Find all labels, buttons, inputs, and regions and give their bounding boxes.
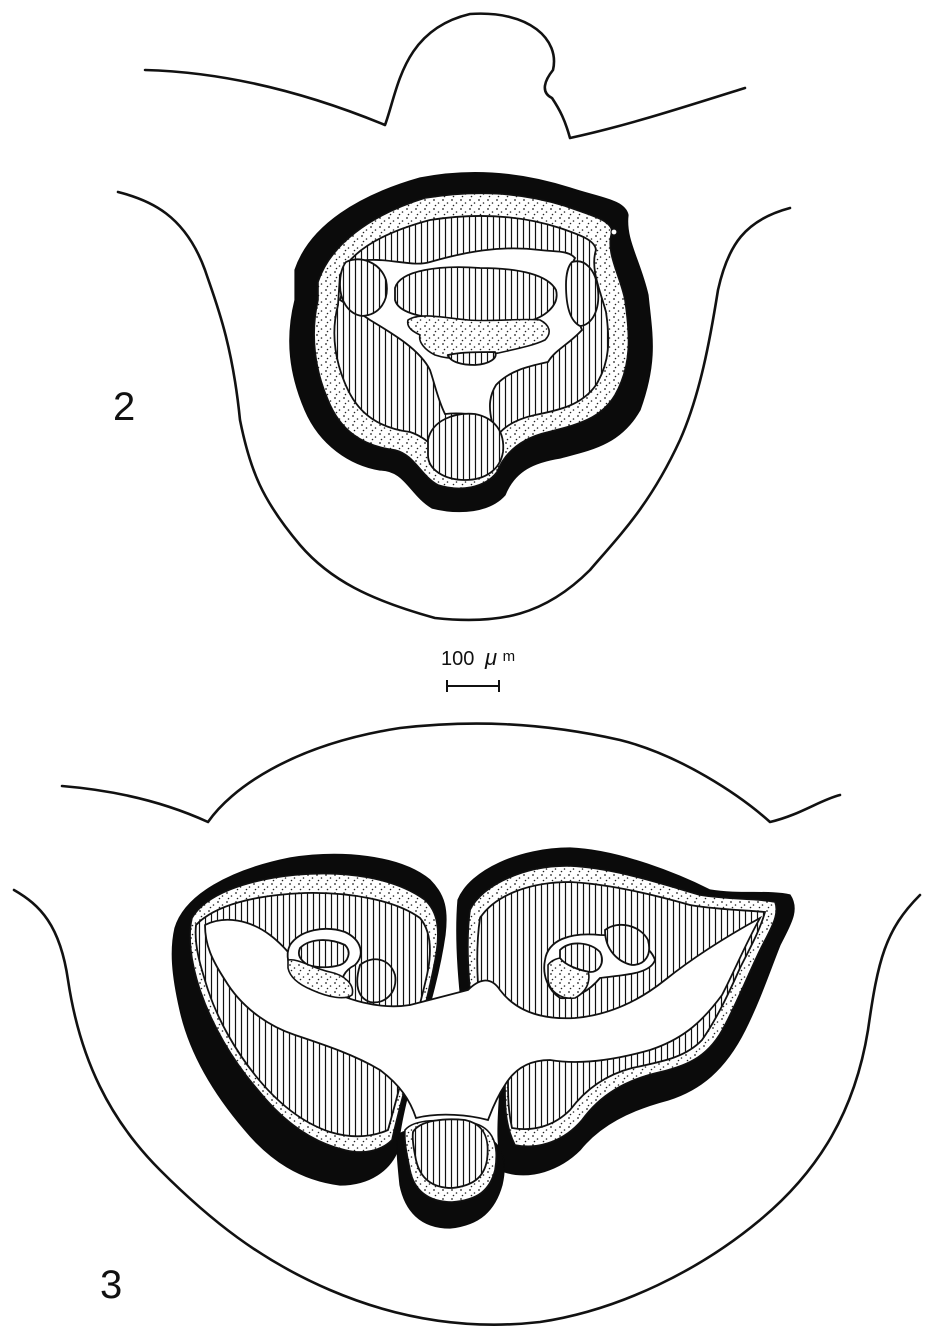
- panel-2-dorsal-outline: [145, 14, 745, 138]
- panel-3-label: 3: [100, 1263, 122, 1307]
- panel-3: 3: [14, 724, 920, 1325]
- panel-2-label: 2: [113, 385, 135, 429]
- panel-3-ventral-hatched-lobe: [413, 1119, 488, 1188]
- panel-3-dorsal-outline: [62, 724, 840, 822]
- panel-2-ventral-hatched-lobe: [428, 414, 503, 480]
- panel-2-central-hatched-mass: [395, 267, 557, 323]
- scale-bar-unit-mu: μ: [484, 645, 497, 670]
- panel-2-small-mark: [611, 229, 617, 235]
- scale-bar-value: 100: [441, 648, 474, 670]
- panel-3-left-inner-hatch-2: [357, 959, 395, 1002]
- scale-bar-label: 100 μ m: [441, 645, 515, 670]
- scale-bar-unit-m: m: [503, 648, 516, 665]
- panel-2: 2: [113, 14, 790, 620]
- scale-bar: 100 μ m: [441, 645, 515, 692]
